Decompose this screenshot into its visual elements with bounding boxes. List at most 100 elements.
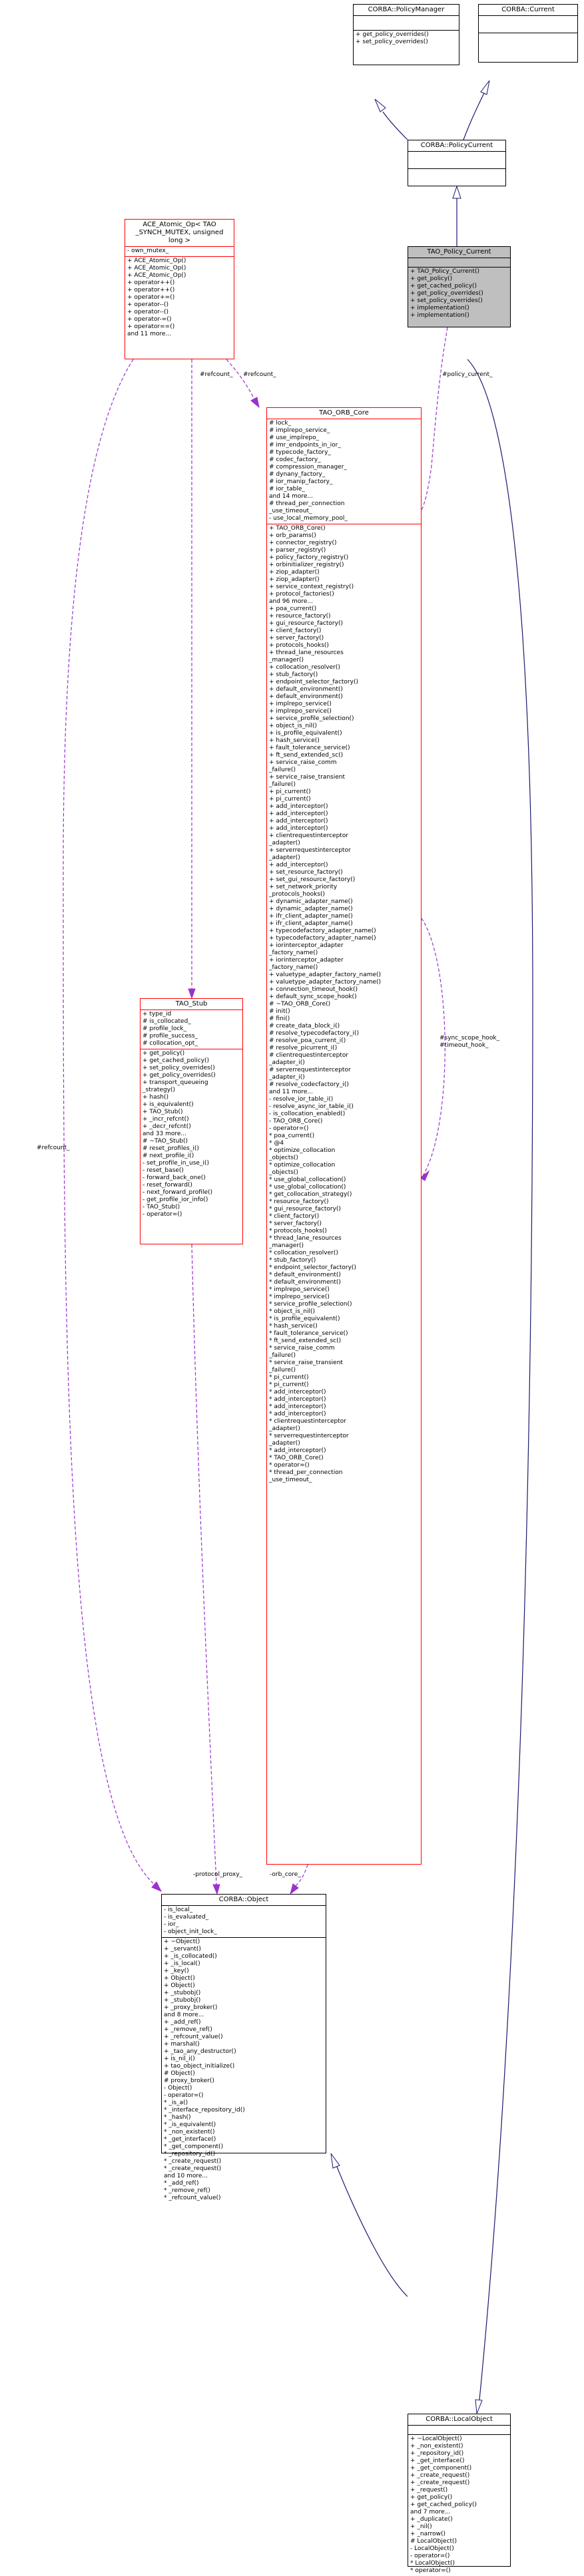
member-row: + add_interceptor() (269, 862, 328, 868)
member-row: - object_init_lock_ (164, 1929, 217, 1935)
member-row: + set_policy_overrides() (143, 1065, 215, 1071)
member-row: + get_cached_policy() (410, 283, 477, 289)
class-title: CORBA::LocalObject (408, 2414, 510, 2426)
class-title: TAO_ORB_Core (267, 408, 421, 419)
class-node-ace-atomic-op[interactable]: ACE_Atomic_Op< TAO_SYNCH_MUTEX, unsigned… (125, 219, 234, 359)
member-row: _failure() (269, 1367, 296, 1374)
member-row: # proxy_broker() (164, 2078, 214, 2084)
edge-localobject-inherits-object (336, 2166, 408, 2297)
edge-label-orb-core: -orb_core_ (270, 1871, 301, 1878)
usage-arrowhead (420, 1170, 430, 1181)
class-node-corba-object[interactable]: CORBA::Object - is_local_- is_evaluated_… (161, 1894, 326, 2201)
member-row: * endpoint_selector_factory() (269, 1264, 356, 1271)
attribute-section: - is_local_- is_evaluated_- ior_- object… (162, 1906, 326, 1938)
member-row: _adapter() (269, 854, 300, 861)
attribute-section: # lock_# implrepo_service_# use_implrepo… (267, 419, 421, 524)
member-row: + ACE_Atomic_Op() (127, 272, 186, 279)
member-row: + get_policy_overrides() (356, 31, 429, 38)
usage-arrowhead (151, 1881, 162, 1892)
member-row: + _repository_id() (410, 2450, 464, 2457)
member-row: + pi_current() (269, 789, 311, 795)
member-row: # fini() (269, 1015, 290, 1022)
member-row: + _stubobj() (164, 1990, 201, 1996)
class-title: CORBA::Object (162, 1895, 326, 1906)
member-row: * implrepo_service() (269, 1286, 330, 1293)
member-row: + set_gui_resource_factory() (269, 876, 356, 883)
member-row: + _add_ref() (164, 2019, 201, 2026)
member-row: * _interface_repository_id() (164, 2107, 245, 2114)
member-row: * clientrequestinterceptor (269, 1418, 346, 1425)
member-row: + operator+=() (127, 294, 175, 301)
member-row: _objects() (269, 1155, 298, 1161)
member-row: * add_interceptor() (269, 1411, 326, 1417)
class-node-policy-current[interactable]: CORBA::PolicyCurrent (408, 140, 506, 186)
member-row: * optimize_collocation (269, 1162, 336, 1169)
member-row: + stub_factory() (269, 671, 318, 678)
member-row: + is_nil_i() (164, 2056, 195, 2062)
edge-label-refcount-orbcore: #refcount_ (243, 371, 276, 378)
member-row: + get_policy_overrides() (143, 1072, 216, 1079)
member-row: + orbinitializer_registry() (269, 562, 344, 568)
member-row: + marshal() (164, 2041, 200, 2048)
member-row: - forward_back_one() (143, 1175, 206, 1181)
member-row: * _get_interface() (164, 2136, 216, 2143)
member-row: * fault_tolerance_service() (269, 1330, 348, 1337)
member-row: * service_raise_transient (269, 1360, 343, 1366)
member-row: + protocols_hooks() (269, 642, 329, 649)
member-row: * _repository_id() (164, 2151, 216, 2157)
class-title: CORBA::PolicyCurrent (408, 140, 505, 152)
member-row: + serverrequestinterceptor (269, 847, 351, 854)
member-row: _manager() (269, 1242, 304, 1249)
member-row: + server_factory() (269, 635, 324, 642)
member-row: + type_id (143, 1011, 172, 1017)
member-row: - resolve_async_ior_table_i() (269, 1103, 354, 1110)
class-node-current[interactable]: CORBA::Current (478, 4, 578, 63)
member-row: + _create_request() (410, 2472, 470, 2479)
member-row: * use_global_collocation() (269, 1184, 346, 1191)
attribute-section (408, 258, 510, 268)
member-row: * operator=() (269, 1462, 310, 1469)
usage-arrowhead (188, 988, 196, 1000)
member-row: * _hash() (164, 2114, 191, 2121)
edge-object-uses-ace-refcount (63, 359, 154, 1884)
member-row: + get_policy() (143, 1050, 185, 1057)
class-node-tao-stub[interactable]: TAO_Stub + type_id# is_collocated_# prof… (140, 998, 243, 1244)
member-row: and 96 more... (269, 598, 314, 605)
member-row: - ior_ (164, 1921, 179, 1928)
class-node-policy-manager[interactable]: CORBA::PolicyManager + get_policy_overri… (353, 4, 459, 65)
member-row: _protocols_hooks() (269, 891, 326, 898)
member-row: # collocation_opt_ (143, 1040, 198, 1047)
member-row: * LocalObject() (410, 2560, 455, 2567)
member-row: _failure() (269, 1352, 296, 1359)
member-row: + ~LocalObject() (410, 2436, 462, 2442)
member-row: + ziop_adapter() (269, 576, 320, 583)
member-row: and 11 more... (269, 1089, 314, 1095)
member-row: _adapter_i() (269, 1059, 305, 1066)
attribute-section: + type_id# is_collocated_# profile_lock_… (141, 1010, 242, 1049)
member-row: + implementation() (410, 305, 469, 311)
member-row: # resolve_picurrent_i() (269, 1045, 338, 1051)
inheritance-arrowhead (374, 98, 386, 112)
member-row: + typecodefactory_adapter_name() (269, 928, 376, 934)
member-row: ACE_Atomic_Op< TAO (143, 221, 216, 228)
member-row: # serverrequestinterceptor (269, 1067, 351, 1073)
member-row: + set_resource_factory() (269, 869, 343, 876)
class-node-local-object[interactable]: CORBA::LocalObject + ~LocalObject()+ _no… (408, 2414, 511, 2574)
member-row: * object_is_nil() (269, 1308, 316, 1315)
edge-label-refcount-object: #refcount_ (37, 1145, 70, 1151)
member-row: + implementation() (410, 312, 469, 319)
class-node-tao-policy-current[interactable]: TAO_Policy_Current + TAO_Policy_Current(… (408, 246, 511, 327)
member-row: + ifr_client_adapter_name() (269, 920, 353, 927)
member-row: * service_profile_selection() (269, 1301, 352, 1308)
edge-orbcore-uses-policy-current (416, 327, 448, 518)
member-row: + valuetype_adapter_factory_name() (269, 972, 382, 978)
member-row: _adapter_i() (269, 1074, 305, 1081)
member-row: + typecodefactory_adapter_name() (269, 935, 376, 942)
member-row: + _is_collocated() (164, 1953, 217, 1960)
member-row: + operator==() (127, 323, 175, 330)
member-row: long > (168, 237, 191, 244)
member-row: # codec_factory_ (269, 457, 321, 463)
member-row: + default_sync_scope_hook() (269, 994, 357, 1000)
class-node-tao-orb-core[interactable]: TAO_ORB_Core # lock_# implrepo_service_#… (266, 407, 422, 1865)
member-row: # typecode_factory_ (269, 449, 331, 456)
